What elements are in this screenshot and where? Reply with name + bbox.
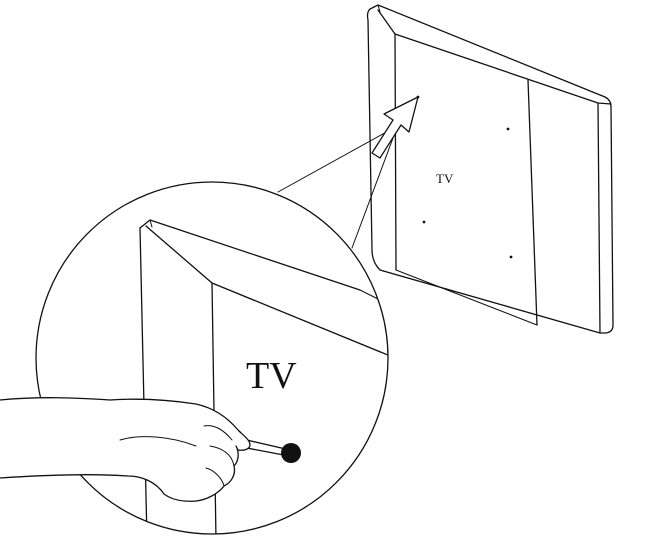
zoom-panel-right-edge [359,289,381,301]
tv-panel: TV [366,4,614,334]
mount-hole-bottom-right [509,255,513,259]
mount-hole-top-right [506,127,510,131]
zoom-panel-bevel-corner [149,219,153,228]
hand-thumb-line [119,436,197,447]
tv-panel-right-frame [597,102,601,334]
tv-panel-rail-line [527,79,538,326]
callout [277,96,419,249]
tv-panel-bottom-edge [395,269,538,326]
zoom-panel-left-edge [139,227,148,534]
tv-label-small: TV [436,171,454,186]
tv-label-large: TV [246,355,297,397]
mount-hole-bottom-left [422,220,426,224]
marker-dot-icon [281,443,301,463]
hand-finger-crease-1 [203,425,233,441]
tv-panel-outline [366,4,614,334]
callout-arrow-icon [371,96,419,159]
callout-line-lower [351,129,397,249]
hand-finger-crease-3 [205,467,225,487]
tv-panel-left-frame [394,33,397,271]
zoom-detail: TV [0,181,389,535]
hand-icon [0,397,251,502]
tv-panel-top-bevel [377,9,612,105]
hand-finger-crease-2 [209,445,235,467]
tv-panel-bevel-corner [377,4,381,13]
